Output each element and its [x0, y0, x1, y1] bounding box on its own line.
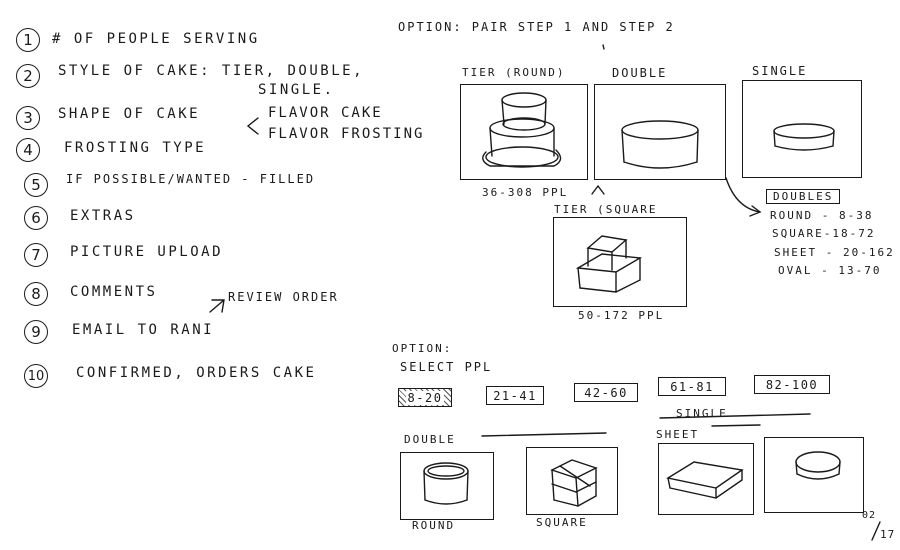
ppl-option-label: 8-20 — [405, 390, 445, 405]
round-caption: Round — [412, 519, 456, 532]
step-4-label: Frosting type — [64, 140, 207, 156]
double-option-card[interactable] — [594, 84, 726, 180]
step-4-number: 4 — [16, 138, 40, 162]
step-10-label: Confirmed, orders cake — [76, 365, 317, 381]
step-3-label: Shape of cake — [58, 106, 201, 122]
curve-arrow — [725, 177, 761, 213]
tier-square-option-card[interactable] — [553, 217, 687, 307]
step-5-label: If possible/wanted - filled — [66, 172, 316, 186]
single-option-card[interactable] — [742, 80, 862, 178]
tier-round-label: Tier (round) — [462, 66, 566, 79]
step-10-number: 10 — [24, 364, 48, 388]
step-9-number: 9 — [24, 320, 48, 344]
page-number-top: 02 — [862, 510, 877, 521]
double-label: Double — [612, 66, 668, 80]
ppl-option-82-100[interactable]: 82-100 — [754, 375, 830, 394]
select-ppl-label: Select PPL — [400, 360, 493, 374]
review-arrow — [209, 299, 225, 313]
option2-sheet-label: Sheet — [656, 428, 700, 441]
tier-square-label: Tier (square — [554, 203, 658, 216]
step-7-number: 7 — [24, 243, 48, 267]
option2-double-label: Double — [404, 433, 456, 446]
single-sheet-card[interactable] — [658, 443, 754, 515]
page-slash — [871, 521, 881, 541]
ppl-option-label: 21-41 — [493, 388, 537, 403]
up-arrow — [591, 184, 605, 195]
step-5-number: 5 — [24, 173, 48, 197]
step-2-number: 2 — [16, 64, 40, 88]
square-caption: Square — [536, 516, 588, 529]
single-label: Single — [752, 64, 808, 78]
review-order-note: Review order — [228, 290, 339, 304]
doubles-item-square: Square-18-72 — [772, 227, 876, 240]
flavor-frosting-note: Flavor frosting — [268, 126, 425, 142]
step-2-label-cont: Single. — [258, 82, 335, 98]
double-round-card[interactable] — [400, 452, 494, 520]
step-6-number: 6 — [24, 206, 48, 230]
ppl-option-label: 61-81 — [670, 379, 714, 394]
ppl-option-label: 82-100 — [765, 377, 819, 392]
ppl-option-61-81[interactable]: 61-81 — [658, 377, 726, 396]
step-8-label: Comments — [70, 284, 158, 300]
doubles-heading: Doubles — [766, 189, 841, 204]
double-underline — [481, 432, 607, 437]
option2-title: Option: — [392, 342, 453, 355]
step-6-label: Extras — [70, 208, 136, 224]
ppl-option-label: 42-60 — [584, 385, 628, 400]
step-7-label: Picture upload — [70, 244, 224, 260]
step-8-number: 8 — [24, 282, 48, 306]
doubles-item-oval: Oval - 13-70 — [778, 264, 882, 277]
tier-round-range: 36-308 PPL — [482, 186, 569, 199]
single-round-card[interactable] — [764, 437, 864, 513]
tier-round-option-card[interactable] — [460, 84, 588, 180]
page-number-bottom: 17 — [880, 528, 896, 541]
bracket-line — [246, 117, 259, 135]
doubles-item-round: Round - 8-38 — [770, 209, 874, 222]
tier-square-range: 50-172 PPL — [578, 309, 665, 322]
flavor-cake-note: Flavor cake — [268, 105, 383, 121]
ppl-option-8-20[interactable]: 8-20 — [398, 388, 452, 407]
doubles-item-sheet: Sheet - 20-162 — [774, 246, 895, 259]
step-1-label: # of people serving — [52, 31, 260, 47]
step-3-number: 3 — [16, 106, 40, 130]
option1-title: Option: Pair step 1 and step 2 — [398, 20, 675, 34]
step-9-label: Email to Rani — [72, 322, 215, 338]
double-square-card[interactable] — [526, 447, 618, 515]
step-1-number: 1 — [16, 28, 40, 52]
step-2-label: Style of cake: Tier, Double, — [58, 63, 365, 79]
ppl-option-42-60[interactable]: 42-60 — [574, 383, 638, 402]
ppl-option-21-41[interactable]: 21-41 — [486, 386, 544, 405]
option2-single-label: Single — [676, 407, 728, 420]
